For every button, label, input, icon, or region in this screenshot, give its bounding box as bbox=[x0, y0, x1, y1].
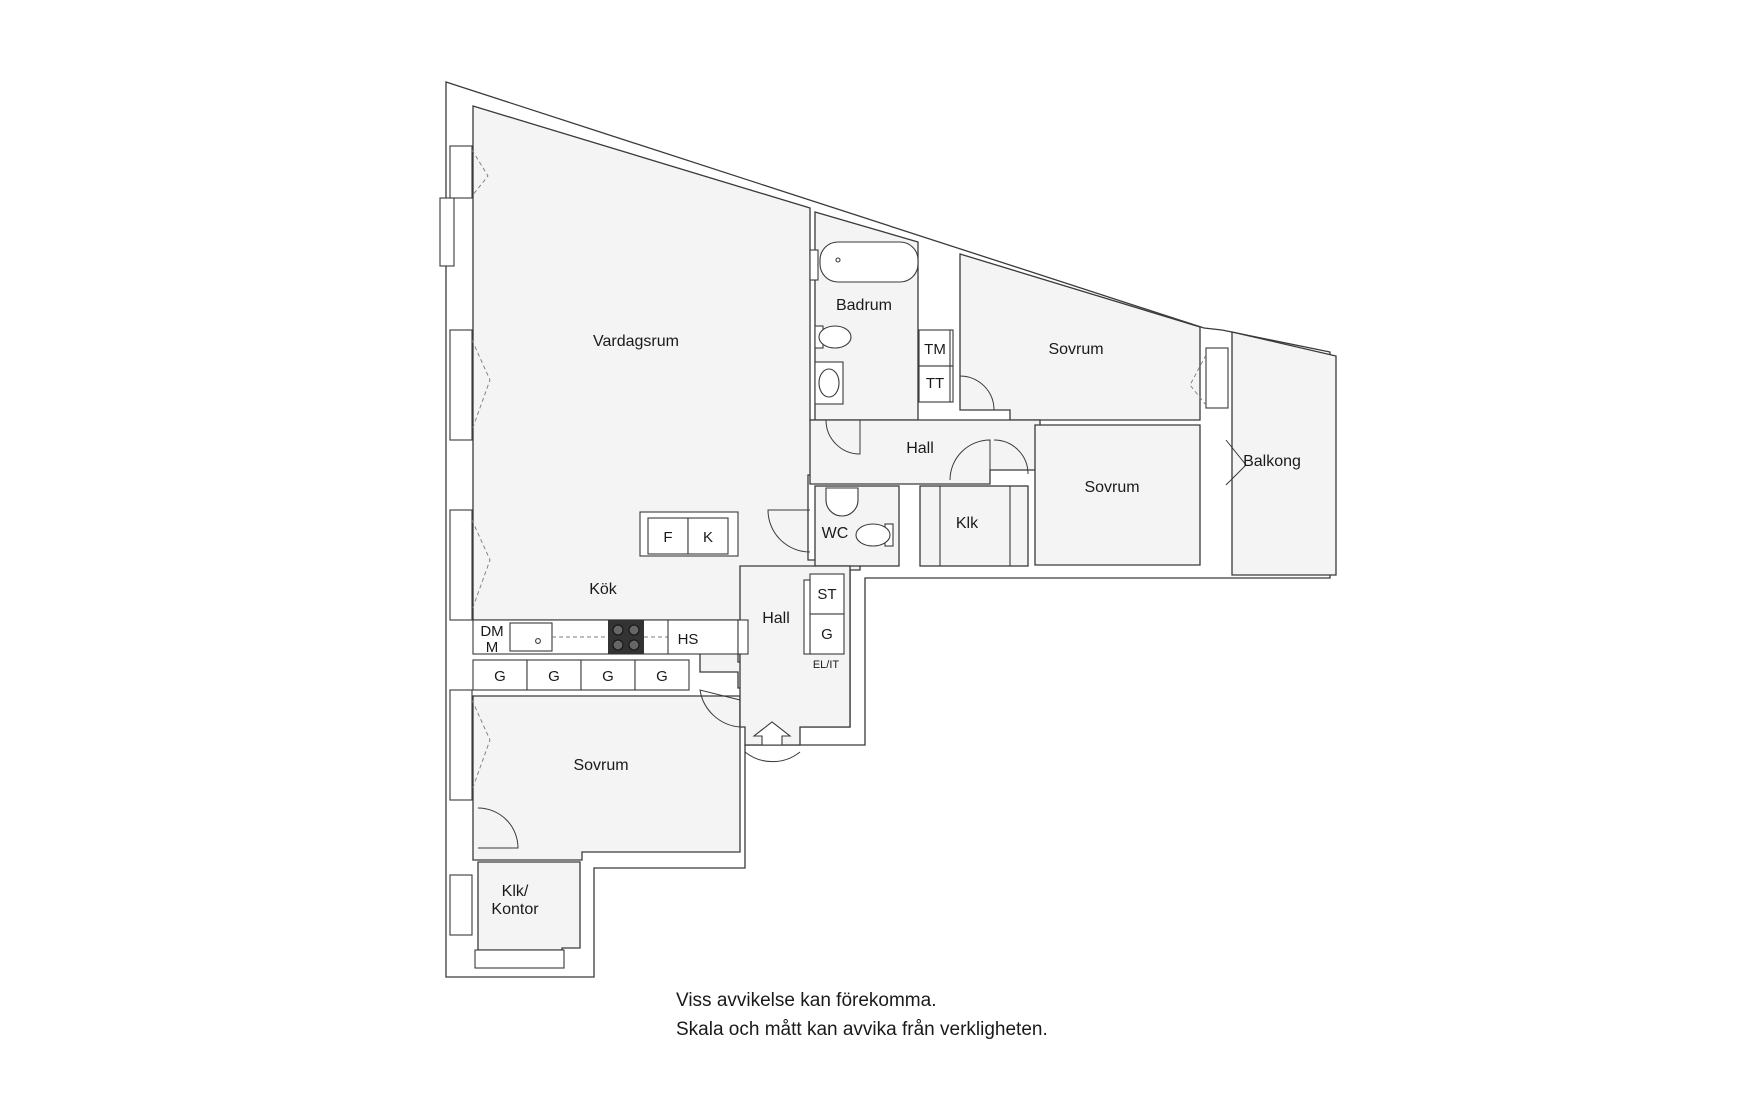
bedroom-e bbox=[1034, 424, 1201, 566]
storage-st bbox=[809, 573, 845, 615]
kitchen-counter bbox=[472, 619, 749, 655]
label-sovrum-e: Sovrum bbox=[1084, 479, 1139, 496]
window-bedroom-ne bbox=[1189, 347, 1229, 409]
bathtub bbox=[819, 241, 919, 283]
label-st: ST bbox=[817, 586, 836, 603]
label-klk-kontor-2: Kontor bbox=[491, 901, 539, 918]
label-fridge: K bbox=[703, 529, 713, 546]
balcony bbox=[1231, 331, 1337, 576]
label-wardrobe-1: G bbox=[494, 668, 506, 685]
label-wardrobe-4: G bbox=[656, 668, 668, 685]
disclaimer-line-1: Viss avvikelse kan förekomma. bbox=[676, 990, 937, 1011]
label-wc: WC bbox=[822, 525, 849, 542]
label-sovrum-ne: Sovrum bbox=[1048, 341, 1103, 358]
label-balkong: Balkong bbox=[1243, 453, 1301, 470]
sink-bathroom bbox=[814, 361, 844, 405]
label-hall-central: Hall bbox=[762, 610, 790, 627]
label-hall-north: Hall bbox=[906, 440, 934, 457]
sink-wc bbox=[825, 487, 859, 517]
toilet-wc bbox=[855, 523, 894, 547]
label-vardagsrum: Vardagsrum bbox=[593, 333, 679, 350]
label-tm: TM bbox=[924, 341, 946, 358]
entrance-arrow bbox=[752, 721, 792, 746]
label-tt: TT bbox=[926, 375, 944, 392]
bedroom-sw bbox=[472, 695, 741, 861]
label-klk-kontor-1: Klk/ bbox=[502, 883, 529, 900]
label-dm-1: DM bbox=[480, 623, 503, 640]
windows-west bbox=[439, 145, 491, 936]
disclaimer-line-2: Skala och mått kan avvika från verklighe… bbox=[676, 1019, 1048, 1040]
fridge bbox=[687, 517, 729, 555]
label-kok: Kök bbox=[589, 581, 618, 598]
label-badrum: Badrum bbox=[836, 297, 892, 314]
label-klk: Klk bbox=[956, 515, 979, 532]
label-dm-2: M bbox=[486, 639, 499, 656]
freezer bbox=[647, 517, 689, 555]
toilet-bathroom bbox=[814, 325, 852, 349]
label-el-it: EL/IT bbox=[813, 659, 840, 671]
label-sovrum-sw: Sovrum bbox=[573, 757, 628, 774]
bedroom-ne bbox=[959, 253, 1201, 421]
label-wardrobe-3: G bbox=[602, 668, 614, 685]
label-g-hall: G bbox=[821, 626, 833, 643]
wardrobes bbox=[472, 659, 690, 691]
tumble-dryer bbox=[918, 365, 954, 403]
wardrobe-g-hall bbox=[809, 613, 845, 655]
label-wardrobe-2: G bbox=[548, 668, 560, 685]
label-hs: HS bbox=[678, 631, 699, 648]
disclaimer: Viss avvikelse kan förekomma. Skala och … bbox=[676, 986, 1048, 1044]
label-freezer: F bbox=[663, 529, 672, 546]
